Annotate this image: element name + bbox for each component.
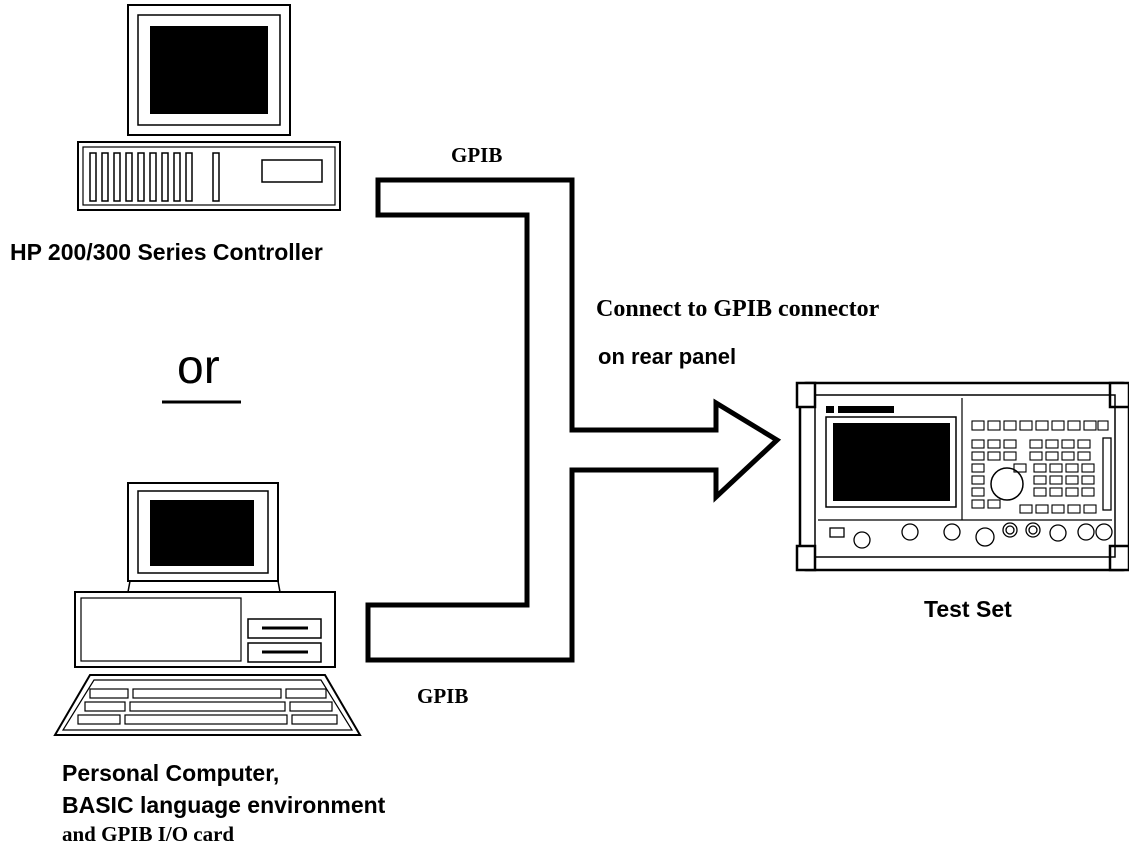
gpib-cable-arrow bbox=[365, 177, 782, 663]
controller-label: HP 200/300 Series Controller bbox=[10, 239, 323, 265]
pc-monitor bbox=[127, 482, 281, 593]
pc-system-unit bbox=[74, 591, 336, 668]
controller-computer bbox=[77, 4, 341, 211]
connect-instruction-line2: on rear panel bbox=[598, 344, 737, 369]
controller-cpu-unit bbox=[77, 141, 341, 211]
pc-keyboard bbox=[53, 674, 362, 736]
or-label: or bbox=[177, 341, 220, 394]
test-set-instrument bbox=[795, 381, 1129, 572]
pc-label-line2: BASIC language environment bbox=[62, 792, 386, 818]
personal-computer bbox=[53, 482, 362, 736]
connect-instruction-line1: Connect to GPIB connector bbox=[596, 296, 880, 322]
gpib-bottom-label: GPIB bbox=[417, 684, 469, 708]
test-set-label: Test Set bbox=[924, 596, 1012, 622]
controller-monitor bbox=[127, 4, 291, 136]
pc-label-line3: and GPIB I/O card bbox=[62, 822, 235, 846]
pc-label-line1: Personal Computer, bbox=[62, 760, 280, 786]
gpib-top-label: GPIB bbox=[451, 143, 503, 167]
